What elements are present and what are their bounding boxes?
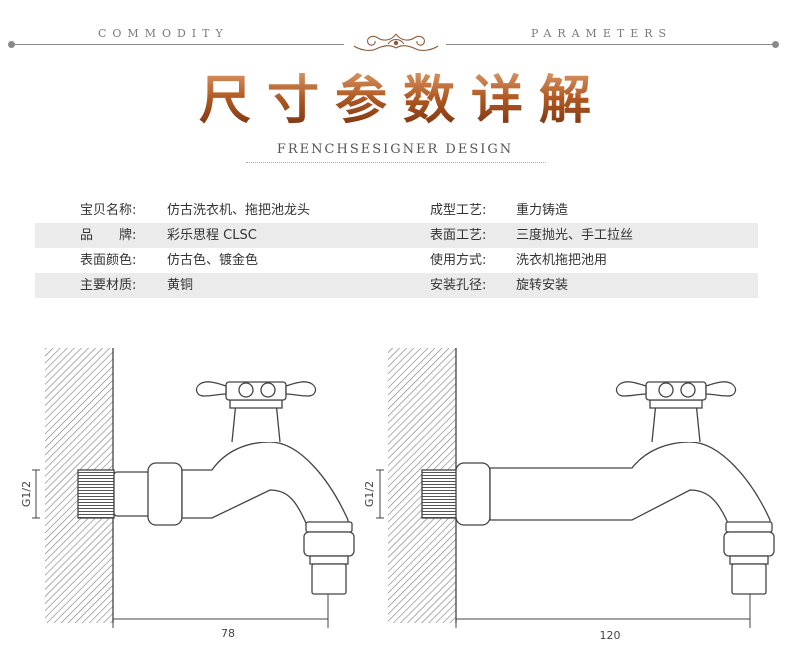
param-value: 旋转安装	[516, 278, 569, 293]
header-right-line	[446, 44, 774, 45]
param-label: 主要材质:	[80, 278, 137, 293]
outlet-nut	[723, 531, 775, 557]
handle-screw	[238, 382, 254, 398]
faucet-diagram-short	[45, 348, 355, 623]
param-value: 三度抛光、手工拉丝	[516, 228, 634, 243]
outlet-ring	[725, 521, 773, 533]
handle-screw	[658, 382, 674, 398]
page-subtitle: FRENCHSESIGNER DESIGN	[276, 142, 514, 157]
header-right-word: PARAMETERS	[531, 27, 673, 40]
outlet-neck	[309, 555, 349, 565]
param-label: 品 牌:	[80, 228, 137, 243]
thread-section	[77, 469, 115, 519]
param-value: 重力铸造	[516, 203, 569, 218]
param-value: 黄铜	[167, 278, 194, 293]
outlet-neck	[729, 555, 769, 565]
length-label: 120	[600, 629, 621, 642]
subtitle-divider	[246, 162, 546, 164]
param-value: 仿古色、镀金色	[167, 253, 259, 268]
handle-hub	[645, 381, 707, 401]
hex-nut	[147, 462, 183, 526]
param-label: 成型工艺:	[430, 203, 487, 218]
thread-size-label: G1/2	[20, 481, 33, 507]
param-value: 彩乐思程 CLSC	[167, 228, 257, 243]
hose-connector	[311, 563, 347, 595]
faucet-dimension-diagram: G1/2 78 G1/2 120	[20, 348, 775, 642]
param-row: 宝贝名称: 仿古洗衣机、拖把池龙头 成型工艺: 重力铸造	[35, 198, 758, 223]
faucet-spout	[181, 441, 349, 529]
handle-screw	[260, 382, 276, 398]
dimension-lines-long	[376, 469, 751, 628]
param-value: 仿古洗衣机、拖把池龙头	[167, 203, 311, 218]
param-label: 安装孔径:	[430, 278, 487, 293]
handle-screw	[680, 382, 696, 398]
param-row: 品 牌: 彩乐思程 CLSC 表面工艺: 三度抛光、手工拉丝	[35, 223, 758, 248]
faucet-diagram-long	[388, 348, 775, 623]
handle-arm-left	[615, 381, 647, 397]
thread-section	[421, 469, 459, 519]
hose-connector	[731, 563, 767, 595]
pipe-body	[113, 471, 151, 517]
param-label: 表面颜色:	[80, 253, 137, 268]
handle-arm-right	[285, 381, 317, 397]
param-row: 主要材质: 黄铜 安装孔径: 旋转安装	[35, 273, 758, 298]
thread-size-label: G1/2	[363, 481, 376, 507]
outlet-ring	[305, 521, 353, 533]
param-row: 表面颜色: 仿古色、镀金色 使用方式: 洗衣机拖把池用	[35, 248, 758, 273]
hex-nut	[455, 462, 491, 526]
param-label: 宝贝名称:	[80, 203, 137, 218]
stem-collar	[649, 399, 703, 409]
stem-collar	[229, 399, 283, 409]
header-left-dot	[8, 41, 15, 48]
length-label: 78	[221, 627, 235, 640]
handle-arm-left	[195, 381, 227, 397]
faucet-spout	[489, 441, 771, 529]
ornament-icon	[353, 33, 439, 51]
param-label: 表面工艺:	[430, 228, 487, 243]
header-left-word: COMMODITY	[98, 27, 229, 40]
header-right-dot	[772, 41, 779, 48]
handle-hub	[225, 381, 287, 401]
dimension-lines-short	[32, 469, 329, 628]
handle-arm-right	[705, 381, 737, 397]
parameter-table: 宝贝名称: 仿古洗衣机、拖把池龙头 成型工艺: 重力铸造 品 牌: 彩乐思程 C…	[35, 198, 758, 298]
outlet-nut	[303, 531, 355, 557]
header-left-line	[14, 44, 344, 45]
param-label: 使用方式:	[430, 253, 487, 268]
page-title: 尺寸参数详解	[0, 66, 790, 136]
param-value: 洗衣机拖把池用	[516, 253, 608, 268]
